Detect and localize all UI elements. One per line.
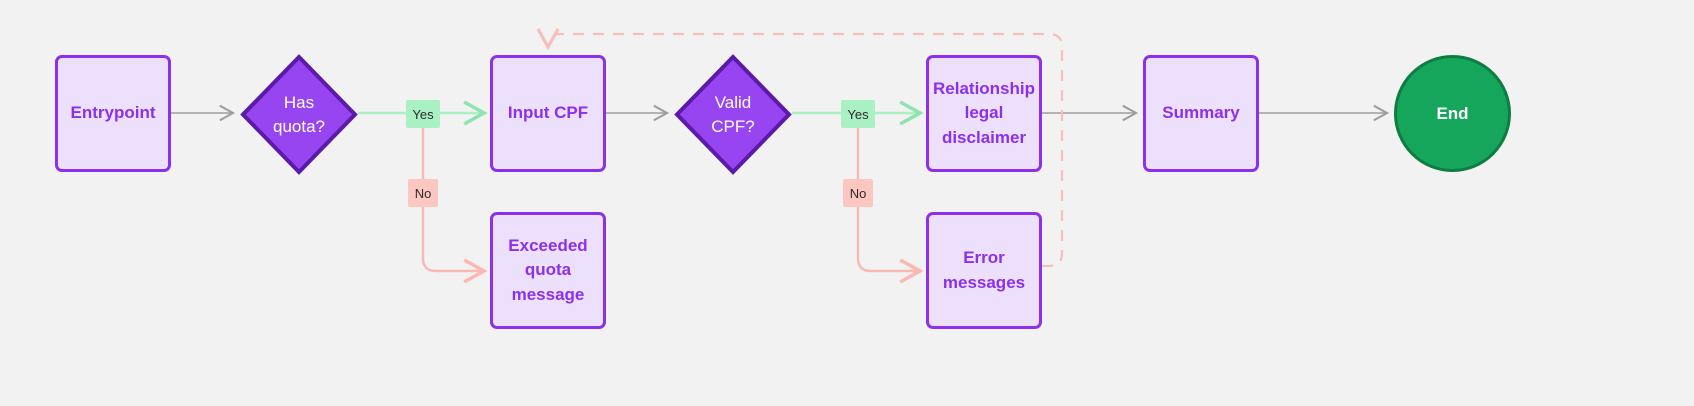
node-entrypoint-label: Entrypoint bbox=[70, 103, 156, 123]
edge-label-text: No bbox=[414, 185, 432, 201]
edge-label-text: Yes bbox=[847, 106, 869, 122]
edge-label-has-quota-yes: Yes bbox=[406, 100, 440, 128]
node-end[interactable]: End bbox=[1394, 55, 1511, 172]
diamond-shape bbox=[674, 54, 792, 175]
edge-valid-cpf-no-to-errors bbox=[856, 207, 924, 284]
node-input-cpf[interactable]: Input CPF bbox=[490, 55, 606, 172]
node-entrypoint[interactable]: Entrypoint bbox=[55, 55, 171, 172]
diamond-shape bbox=[240, 54, 358, 175]
node-summary-label: Summary bbox=[1162, 103, 1240, 123]
node-input-cpf-label: Input CPF bbox=[507, 103, 589, 123]
edge-label-has-quota-no: No bbox=[408, 179, 438, 207]
edge-label-text: No bbox=[849, 185, 867, 201]
node-end-label: End bbox=[1436, 103, 1469, 123]
edge-label-valid-cpf-yes: Yes bbox=[841, 100, 875, 128]
node-summary[interactable]: Summary bbox=[1143, 55, 1259, 172]
edge-label-valid-cpf-no: No bbox=[843, 179, 873, 207]
edge-errors-to-input-cpf-dashed bbox=[536, 28, 1064, 268]
edge-label-text: Yes bbox=[412, 106, 434, 122]
edge-has-quota-no-to-exceeded bbox=[421, 207, 488, 284]
